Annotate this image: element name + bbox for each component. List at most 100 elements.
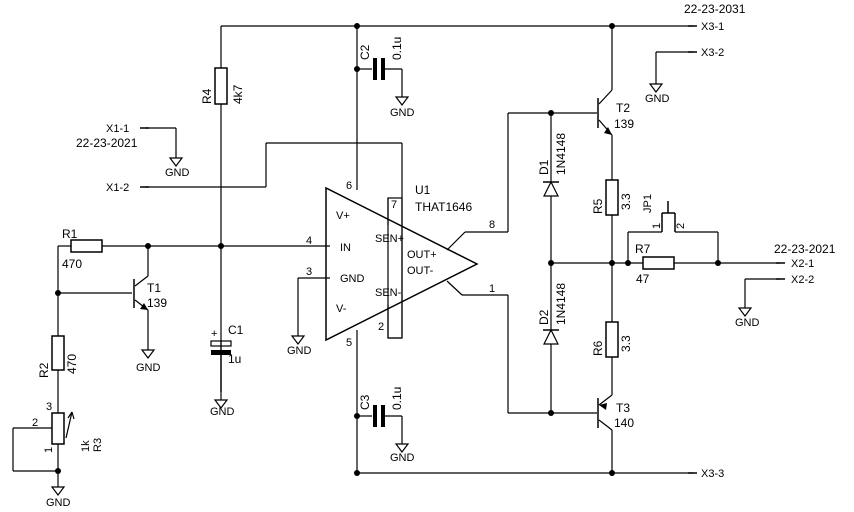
c3-value: 0.1u — [390, 387, 404, 410]
gnd-c3: GND — [390, 443, 415, 464]
connector-labels: 22-23-2031 X3-1 X3-2 X3-3 X1-1 22-23-202… — [76, 2, 836, 480]
c1-capacitor: + C1 1u — [210, 323, 244, 366]
d1-diode: D1 1N4148 — [537, 133, 568, 197]
d1-ref: D1 — [537, 159, 551, 175]
gnd-x2-2: GND — [735, 307, 760, 329]
t1-ref: T1 — [147, 281, 161, 295]
x2-net-label: 22-23-2021 — [774, 242, 836, 256]
x1-1-net-label: 22-23-2021 — [76, 136, 138, 150]
x3-1-label: X3-1 — [701, 21, 724, 33]
r4-ref: R4 — [200, 88, 214, 104]
c2-capacitor: C2 0.1u — [358, 37, 404, 80]
t3-ref: T3 — [616, 401, 630, 415]
x3-2-label: X3-2 — [701, 47, 724, 59]
t1-transistor: T1 139 — [133, 275, 167, 311]
r3-pin-3: 3 — [46, 401, 52, 413]
r1-ref: R1 — [62, 227, 78, 241]
t2-transistor: T2 139 — [597, 89, 634, 136]
r1-resistor: R1 470 — [62, 227, 103, 271]
pin-number-3: 3 — [306, 266, 312, 278]
r7-ref: R7 — [635, 242, 651, 256]
gnd-x3-2: GND — [645, 83, 670, 105]
r4-value: 4k7 — [231, 84, 245, 104]
u1-pin-outminus: OUT- — [407, 265, 434, 277]
t3-value: 140 — [614, 416, 634, 430]
pin-number-5: 5 — [346, 337, 352, 349]
r3-ref: R3 — [92, 438, 104, 452]
x3-3-label: X3-3 — [701, 468, 724, 480]
pin-number-8: 8 — [489, 219, 495, 231]
c1-plus: + — [211, 328, 217, 340]
x2-1-label: X2-1 — [791, 258, 814, 270]
r3-pin-1: 1 — [43, 447, 55, 453]
gnd-r3: GND — [46, 486, 71, 509]
r2-value: 470 — [65, 354, 79, 374]
c3-ref: C3 — [358, 394, 372, 410]
u1-pin-gnd: GND — [340, 273, 365, 285]
d2-diode: D2 1N4148 — [537, 283, 568, 345]
c1-ref: C1 — [228, 323, 244, 337]
r3-value: 1k — [80, 440, 92, 452]
t1-value: 139 — [147, 296, 167, 310]
r6-resistor: R6 3.3 — [591, 321, 633, 358]
r3-potentiometer: 3 2 1 1k R3 — [32, 401, 104, 453]
r3-pin-2: 2 — [32, 417, 38, 429]
c2-value: 0.1u — [390, 37, 404, 60]
r7-value: 47 — [636, 272, 650, 286]
c2-ref: C2 — [358, 44, 372, 60]
gnd-label: GND — [46, 497, 71, 509]
gnd-label: GND — [390, 452, 415, 464]
pin-number-4: 4 — [306, 235, 312, 247]
jp1-ref: JP1 — [642, 194, 654, 213]
pin-number-7: 7 — [391, 199, 397, 211]
d2-ref: D2 — [537, 309, 551, 325]
t2-value: 139 — [614, 117, 634, 131]
jp1-pin-1: 1 — [651, 223, 663, 229]
gnd-label: GND — [165, 167, 190, 179]
connector-pins — [140, 25, 785, 474]
r6-value: 3.3 — [619, 335, 633, 352]
u1-pin-outplus: OUT+ — [407, 249, 437, 261]
gnd-t1: GND — [136, 349, 161, 374]
r6-ref: R6 — [591, 340, 605, 356]
x2-2-label: X2-2 — [791, 274, 814, 286]
u1-pin-vminus: V- — [336, 303, 347, 315]
top-net-label: 22-23-2031 — [684, 2, 746, 16]
pin-number-6: 6 — [346, 180, 352, 192]
d1-value: 1N4148 — [554, 133, 568, 175]
u1-pin-vplus: V+ — [336, 210, 350, 222]
gnd-c1: GND — [210, 399, 235, 418]
r7-resistor: R7 47 — [635, 242, 675, 286]
gnd-label: GND — [210, 406, 235, 418]
c3-capacitor: C3 0.1u — [358, 387, 404, 427]
gnd-pin3: GND — [287, 335, 312, 357]
r2-resistor: R2 470 — [37, 335, 79, 378]
gnd-label: GND — [645, 93, 670, 105]
x1-2-label: X1-2 — [106, 182, 129, 194]
t3-transistor: T3 140 — [597, 394, 634, 431]
r2-ref: R2 — [37, 362, 51, 378]
r5-ref: R5 — [591, 198, 605, 214]
gnd-label: GND — [287, 345, 312, 357]
pin-number-1: 1 — [489, 283, 495, 295]
x1-1-label: X1-1 — [106, 123, 129, 135]
junctions — [55, 23, 721, 476]
r5-value: 3.3 — [619, 193, 633, 210]
jp1-pin-2: 2 — [675, 223, 687, 229]
u1-amplifier: U1 THAT1646 V+ IN GND V- SEN+ OUT+ OUT- … — [306, 180, 495, 349]
u1-pin-senminus: SEN- — [375, 287, 402, 299]
r1-value: 470 — [62, 257, 82, 271]
c1-value: 1u — [228, 352, 241, 366]
gnd-c2: GND — [390, 96, 415, 119]
gnd-x1-1: GND — [165, 157, 190, 179]
u1-pin-in: IN — [340, 242, 351, 254]
u1-value: THAT1646 — [415, 200, 472, 214]
pin-number-2: 2 — [378, 321, 384, 333]
gnd-symbols: GND GND GND GND GND GND GND GND — [46, 83, 760, 509]
u1-pin-senplus: SEN+ — [375, 233, 404, 245]
gnd-label: GND — [136, 362, 161, 374]
r4-resistor: R4 4k7 — [200, 67, 245, 105]
u1-ref: U1 — [415, 183, 431, 197]
gnd-label: GND — [735, 317, 760, 329]
